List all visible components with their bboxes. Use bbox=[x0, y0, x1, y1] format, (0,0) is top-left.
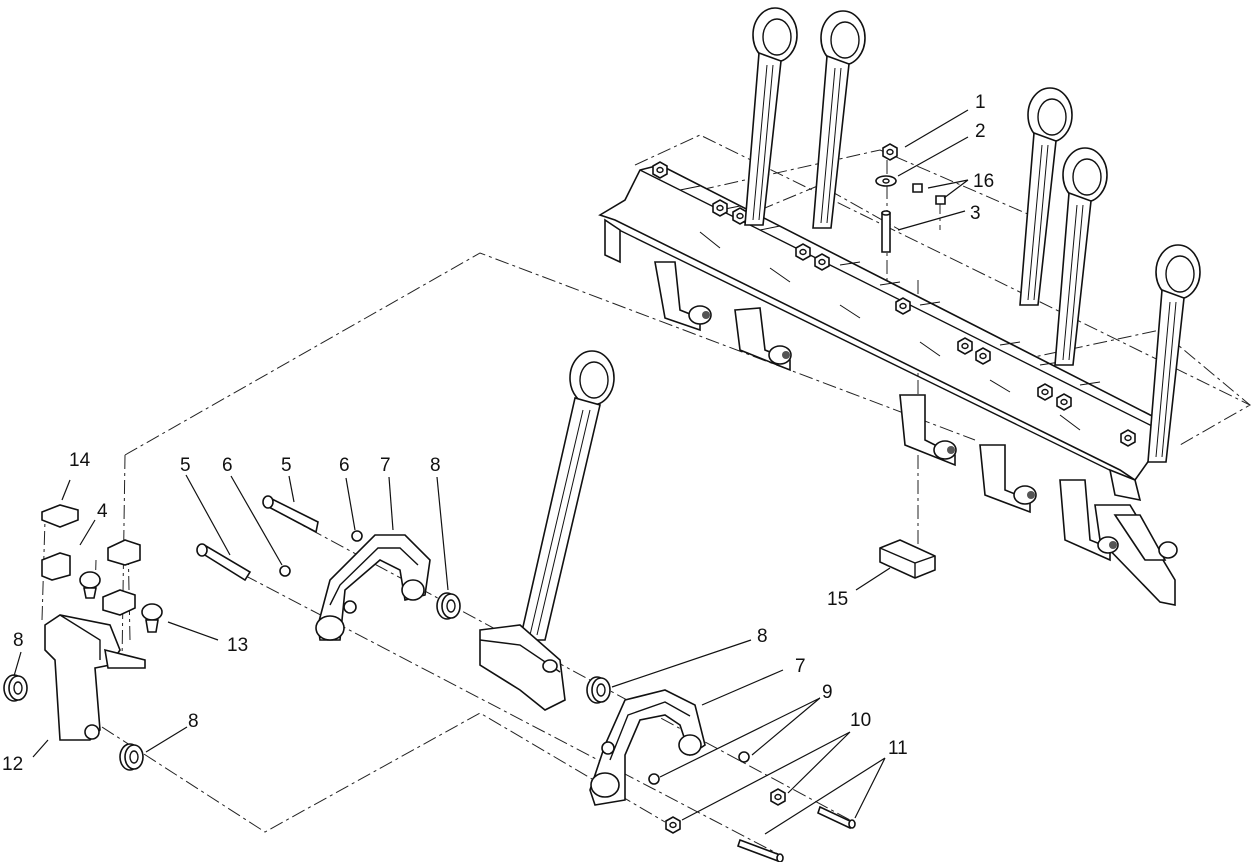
callout-13: 13 bbox=[227, 635, 248, 656]
main-frame-assembly bbox=[598, 7, 1252, 606]
callout-16: 16 bbox=[973, 171, 994, 192]
callout-7b: 7 bbox=[795, 656, 806, 677]
callout-6b: 6 bbox=[339, 455, 350, 476]
leader-lines bbox=[13, 109, 969, 835]
mount-bracket-group bbox=[3, 504, 163, 771]
callout-3: 3 bbox=[970, 203, 981, 224]
callout-7a: 7 bbox=[380, 455, 391, 476]
callout-4: 4 bbox=[97, 501, 108, 522]
callout-11: 11 bbox=[888, 738, 908, 759]
callout-2: 2 bbox=[975, 121, 986, 142]
callout-8b: 8 bbox=[757, 626, 768, 647]
callout-10: 10 bbox=[850, 710, 871, 731]
callout-12: 12 bbox=[2, 754, 23, 775]
callout-14: 14 bbox=[69, 450, 91, 471]
callout-15: 15 bbox=[827, 589, 848, 610]
callout-8d: 8 bbox=[188, 711, 199, 732]
callout-8c: 8 bbox=[13, 630, 24, 651]
callout-1: 1 bbox=[975, 92, 986, 113]
callout-labels: 1 2 3 4 5 5 6 6 7 7 8 8 8 8 9 10 11 12 1… bbox=[2, 92, 994, 775]
callout-5a: 5 bbox=[180, 455, 191, 476]
callout-6a: 6 bbox=[222, 455, 233, 476]
callout-9: 9 bbox=[822, 682, 833, 703]
callout-8a: 8 bbox=[430, 455, 441, 476]
center-lever-group bbox=[196, 350, 856, 862]
callout-5b: 5 bbox=[281, 455, 292, 476]
